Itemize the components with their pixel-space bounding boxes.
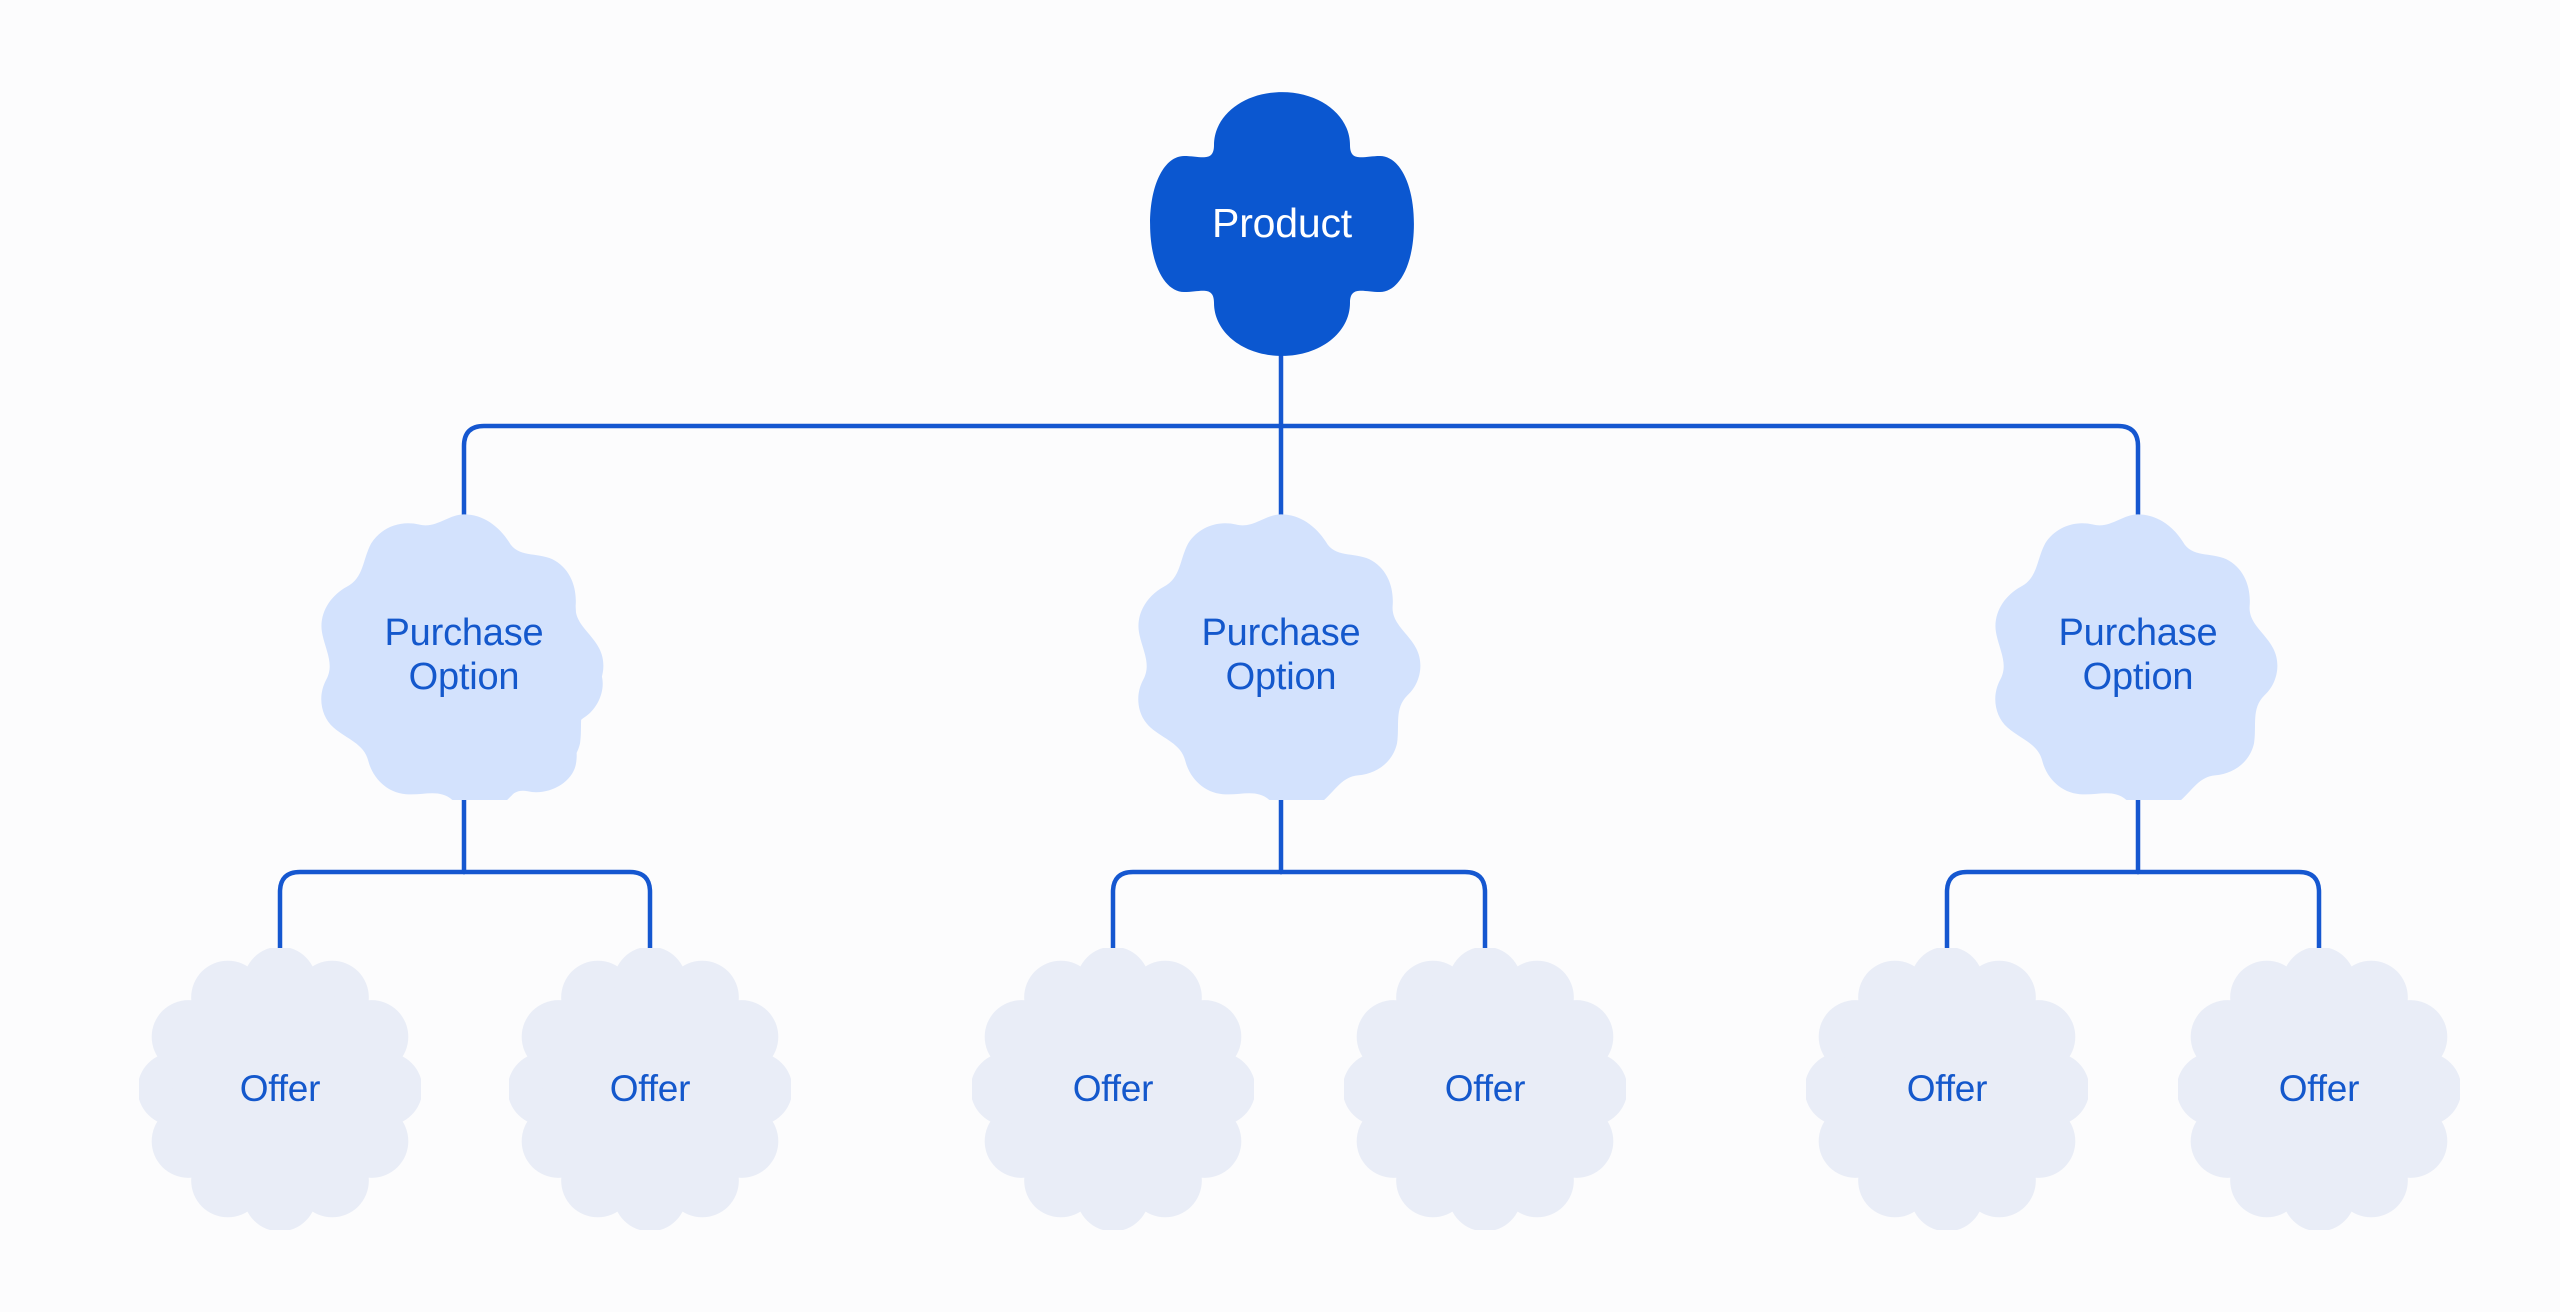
node-offer-label: Offer xyxy=(609,1067,691,1109)
purchase-option-blob-shape xyxy=(1995,514,2278,800)
node-purchase-option-label: Purchase Option xyxy=(1201,611,1361,698)
edge-option3-to-offer5 xyxy=(1944,869,2141,953)
edge-option2-to-offer3 xyxy=(1110,869,1284,953)
node-purchase-option-2[interactable]: Purchase Option xyxy=(1136,510,1426,800)
product-blob-shape xyxy=(1150,92,1414,356)
node-purchase-option-label: Purchase Option xyxy=(384,611,544,698)
node-offer-6[interactable]: Offer xyxy=(2178,948,2460,1230)
node-product[interactable]: Product xyxy=(1146,88,1418,360)
node-offer-4[interactable]: Offer xyxy=(1344,948,1626,1230)
node-purchase-option-3[interactable]: Purchase Option xyxy=(1993,510,2283,800)
node-offer-label: Offer xyxy=(1444,1067,1526,1109)
offer-scallop-shape xyxy=(2178,948,2460,1230)
purchase-option-blob-shape xyxy=(321,514,604,800)
purchase-option-blob-shape xyxy=(1138,514,1421,800)
node-offer-label: Offer xyxy=(1906,1067,1988,1109)
node-offer-1[interactable]: Offer xyxy=(139,948,421,1230)
edge-option1-to-offer2 xyxy=(461,869,653,953)
node-offer-label: Offer xyxy=(239,1067,321,1109)
node-purchase-option-label: Purchase Option xyxy=(2058,611,2218,698)
node-offer-3[interactable]: Offer xyxy=(972,948,1254,1230)
edge-option2-to-offer4 xyxy=(1278,869,1488,953)
offer-scallop-shape xyxy=(509,948,791,1230)
edge-option1-to-offer1 xyxy=(277,869,467,953)
node-offer-2[interactable]: Offer xyxy=(509,948,791,1230)
edge-product-to-option-right xyxy=(1278,423,2141,519)
node-product-label: Product xyxy=(1212,200,1352,247)
offer-scallop-shape xyxy=(1344,948,1626,1230)
offer-scallop-shape xyxy=(139,948,421,1230)
node-offer-label: Offer xyxy=(2278,1067,2360,1109)
offer-scallop-shape xyxy=(1806,948,2088,1230)
edge-product-to-option-left xyxy=(461,423,1284,519)
node-offer-label: Offer xyxy=(1072,1067,1154,1109)
node-purchase-option-1[interactable]: Purchase Option xyxy=(319,510,609,800)
offer-scallop-shape xyxy=(972,948,1254,1230)
edge-option3-to-offer6 xyxy=(2135,869,2322,953)
node-offer-5[interactable]: Offer xyxy=(1806,948,2088,1230)
